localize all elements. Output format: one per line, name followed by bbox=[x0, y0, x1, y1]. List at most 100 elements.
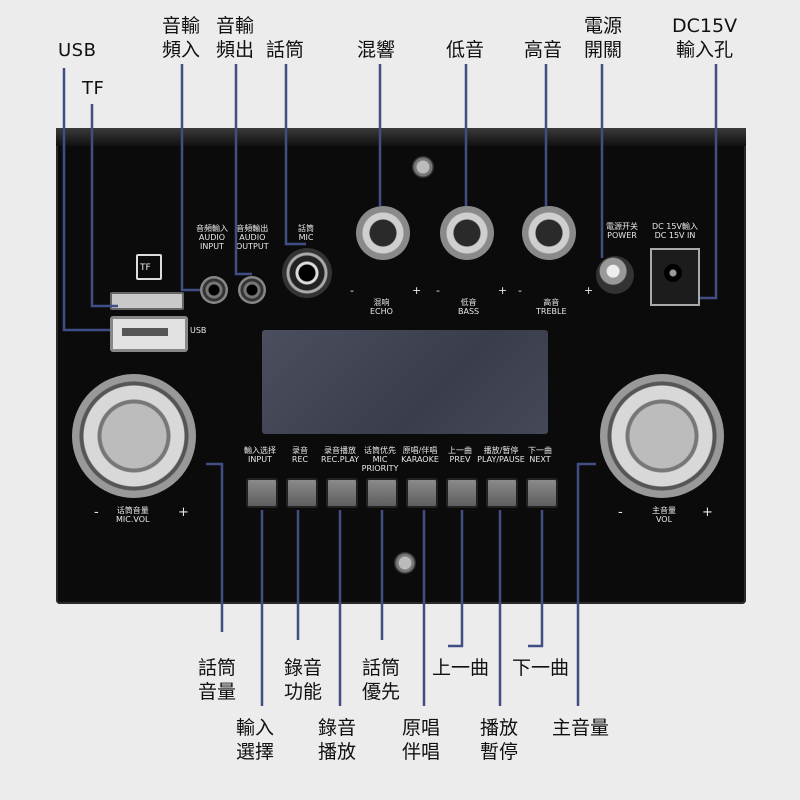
btn-label-input: 輸入选择 INPUT bbox=[244, 446, 276, 464]
callout-audio-in-line2: 頻入 bbox=[162, 39, 201, 61]
callout-dc-line1: DC15V bbox=[672, 15, 738, 37]
callout-rec-play-line1: 錄音 bbox=[318, 717, 357, 739]
treble-knob-label-cn: 高音 bbox=[543, 298, 560, 307]
callout-play-pause-line1: 播放 bbox=[480, 717, 519, 739]
mic-jack-label-en: MIC bbox=[298, 233, 314, 242]
callout-input: 輸入 選擇 bbox=[236, 716, 274, 764]
callout-power-line1: 電源 bbox=[584, 15, 623, 37]
callout-karaoke-line1: 原唱 bbox=[402, 717, 441, 739]
audio-input-label-en2: INPUT bbox=[200, 242, 224, 251]
play-pause-button[interactable] bbox=[486, 478, 518, 508]
btn-label-next-cn: 下一曲 bbox=[528, 446, 552, 455]
bass-knob-label: 低音 BASS bbox=[458, 298, 479, 316]
btn-label-rec-play: 录音播放 REC.PLAY bbox=[320, 446, 360, 464]
bass-knob-label-cn: 低音 bbox=[460, 298, 477, 307]
dc-input-label-line2: DC 15V IN bbox=[654, 231, 696, 240]
mic-jack-label: 話筒 MIC bbox=[298, 224, 314, 242]
btn-label-rec-en: REC bbox=[291, 455, 309, 464]
audio-output-label-en2: OUTPUT bbox=[236, 242, 269, 251]
callout-audio-in: 音輸 頻入 bbox=[162, 14, 200, 62]
btn-label-input-cn: 輸入选择 bbox=[244, 446, 276, 455]
treble-knob[interactable] bbox=[522, 206, 576, 260]
btn-label-prev: 上一曲 PREV bbox=[444, 446, 476, 464]
audio-output-label-cn: 音頻輸出 bbox=[236, 224, 269, 233]
mic-priority-button[interactable] bbox=[366, 478, 398, 508]
callout-rec-line2: 功能 bbox=[284, 681, 323, 703]
audio-input-label-cn: 音頻輸入 bbox=[196, 224, 228, 233]
rec-button[interactable] bbox=[286, 478, 318, 508]
mic-volume-plus: + bbox=[178, 505, 189, 520]
callout-master-vol: 主音量 bbox=[552, 717, 610, 739]
btn-label-rec: 录音 REC bbox=[284, 446, 316, 464]
prev-button[interactable] bbox=[446, 478, 478, 508]
callout-mic-vol: 話筒 音量 bbox=[198, 656, 236, 704]
mic-jack[interactable] bbox=[282, 248, 332, 298]
bass-knob[interactable] bbox=[440, 206, 494, 260]
treble-plus: + bbox=[584, 284, 594, 297]
line-next bbox=[528, 510, 544, 648]
btn-label-rec-play-cn: 录音播放 bbox=[324, 446, 356, 455]
top-screw bbox=[412, 156, 434, 178]
callout-audio-out-line1: 音輸 bbox=[216, 15, 255, 37]
karaoke-button[interactable] bbox=[406, 478, 438, 508]
btn-label-mic-priority-en2: PRIORITY bbox=[361, 464, 399, 473]
btn-label-next: 下一曲 NEXT bbox=[524, 446, 556, 464]
tf-card-slot[interactable] bbox=[110, 292, 184, 310]
dc-input-label-line1: DC 15V輸入 bbox=[652, 222, 698, 231]
callout-play-pause: 播放 暫停 bbox=[480, 716, 518, 764]
callout-dc-line2: 輸入孔 bbox=[676, 39, 734, 61]
audio-input-jack[interactable] bbox=[200, 276, 228, 304]
audio-input-label: 音頻輸入 AUDIO INPUT bbox=[196, 224, 228, 251]
line-dc bbox=[700, 64, 718, 300]
btn-label-karaoke-en: KARAOKE bbox=[401, 455, 439, 464]
power-switch[interactable] bbox=[596, 256, 634, 294]
callout-mic-vol-line2: 音量 bbox=[198, 681, 237, 703]
callout-audio-in-line1: 音輸 bbox=[162, 15, 201, 37]
audio-output-label: 音頻輸出 AUDIO OUTPUT bbox=[236, 224, 269, 251]
input-select-button[interactable] bbox=[246, 478, 278, 508]
power-switch-label-en: POWER bbox=[607, 231, 637, 240]
next-button[interactable] bbox=[526, 478, 558, 508]
line-mic bbox=[284, 64, 306, 246]
btn-label-next-en: NEXT bbox=[529, 455, 551, 464]
callout-input-line2: 選擇 bbox=[236, 741, 275, 763]
audio-output-jack[interactable] bbox=[238, 276, 266, 304]
callout-echo: 混響 bbox=[357, 39, 396, 61]
btn-label-mic-priority-en1: MIC bbox=[372, 455, 388, 464]
line-master-vol bbox=[576, 462, 596, 706]
btn-label-rec-cn: 录音 bbox=[292, 446, 308, 455]
bass-knob-label-en: BASS bbox=[458, 307, 480, 316]
callout-mic-vol-line1: 話筒 bbox=[198, 657, 237, 679]
master-volume-knob[interactable] bbox=[600, 374, 724, 498]
echo-knob[interactable] bbox=[356, 206, 410, 260]
callout-mic: 話筒 bbox=[266, 39, 305, 61]
btn-label-karaoke: 原唱/伴唱 KARAOKE bbox=[398, 446, 442, 464]
callout-mic-priority-line1: 話筒 bbox=[362, 657, 401, 679]
usb-port-inner bbox=[122, 328, 168, 336]
callout-bass: 低音 bbox=[446, 39, 485, 61]
echo-knob-label-cn: 混响 bbox=[373, 298, 390, 307]
btn-label-mic-priority: 话筒优先 MIC PRIORITY bbox=[360, 446, 400, 473]
callout-audio-out-line2: 頻出 bbox=[216, 39, 255, 61]
rec-play-button[interactable] bbox=[326, 478, 358, 508]
line-prev bbox=[448, 510, 464, 648]
callout-next: 下一曲 bbox=[512, 657, 570, 679]
callout-rec-line1: 錄音 bbox=[284, 657, 323, 679]
btn-label-rec-play-en: REC.PLAY bbox=[321, 455, 359, 464]
bass-minus: - bbox=[436, 284, 440, 297]
btn-label-play-pause-en: PLAY/PAUSE bbox=[477, 455, 525, 464]
callout-tf: TF bbox=[82, 78, 105, 99]
line-mic-vol bbox=[206, 462, 224, 632]
line-usb bbox=[62, 68, 110, 332]
power-switch-label-cn: 電源开关 bbox=[606, 222, 638, 231]
mic-volume-knob[interactable] bbox=[72, 374, 196, 498]
tf-card-icon-label: TF bbox=[140, 263, 151, 273]
btn-label-mic-priority-cn: 话筒优先 bbox=[364, 446, 396, 455]
callout-usb: USB bbox=[58, 40, 97, 61]
mic-volume-minus: - bbox=[94, 505, 99, 520]
bass-plus: + bbox=[498, 284, 508, 297]
treble-knob-label: 高音 TREBLE bbox=[536, 298, 567, 316]
callout-mic-priority: 話筒 優先 bbox=[362, 656, 400, 704]
callout-rec-play: 錄音 播放 bbox=[318, 716, 356, 764]
